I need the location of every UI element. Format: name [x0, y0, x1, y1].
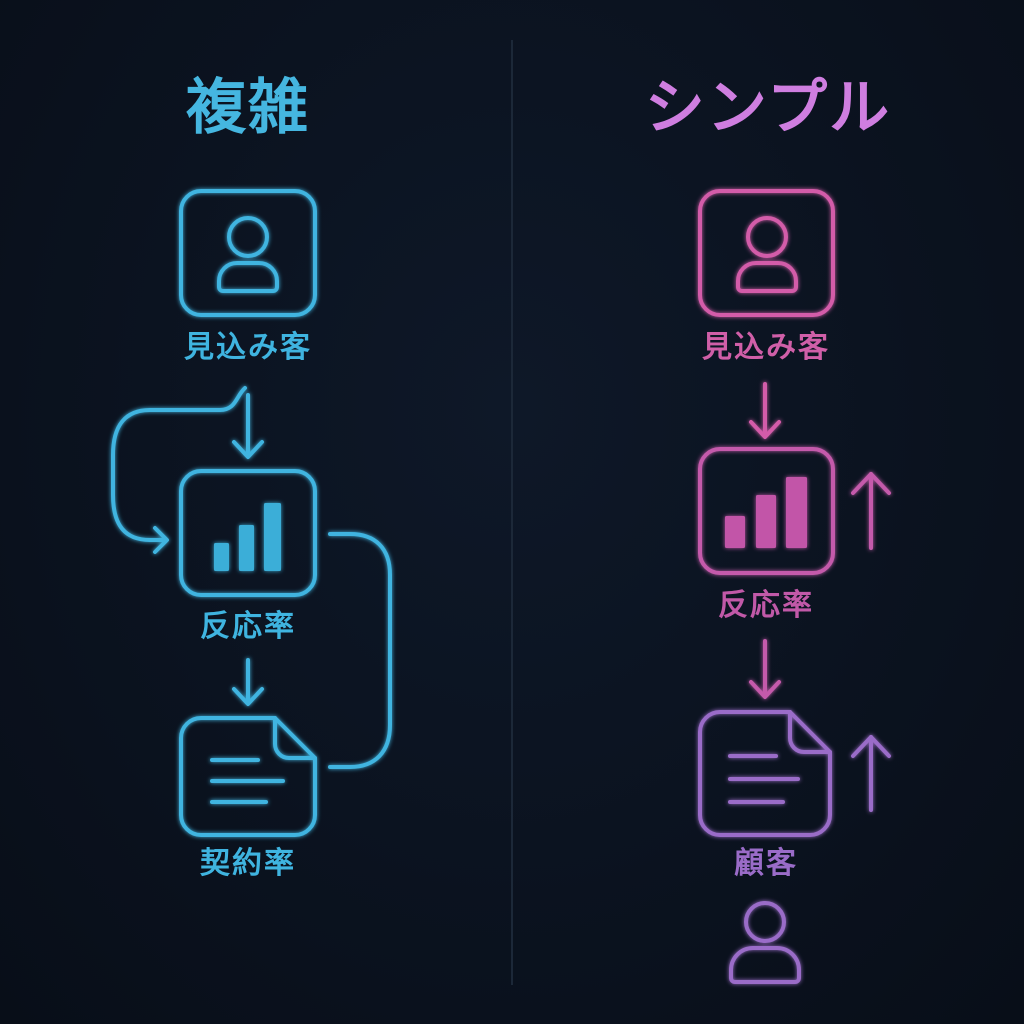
- left-label-contract-rate: 契約率: [200, 846, 296, 881]
- right-chart-box: [698, 447, 835, 575]
- right-document-box: [698, 710, 832, 837]
- right-label-response-rate: 反応率: [718, 588, 814, 623]
- complex-title: 複雑: [186, 73, 310, 143]
- user-icon: [736, 216, 798, 293]
- right-arrow-down-2: [749, 639, 781, 699]
- right-up-arrow-2: [851, 735, 891, 812]
- document-icon: [210, 758, 285, 804]
- left-loop-arrow: [111, 386, 247, 554]
- simple-title: シンプル: [644, 73, 892, 143]
- left-arrow-down-2: [232, 658, 264, 706]
- left-document-box: [179, 716, 317, 837]
- bar-chart-icon: [725, 477, 807, 548]
- left-label-prospects: 見込み客: [184, 330, 312, 365]
- bar-chart-icon: [214, 503, 281, 571]
- center-divider: [511, 40, 513, 985]
- left-label-response-rate: 反応率: [200, 609, 296, 644]
- right-label-customer: 顧客: [734, 846, 798, 881]
- right-label-prospects: 見込み客: [702, 330, 830, 365]
- simple-panel: シンプル 見込み客 反応率 顧客: [512, 0, 1024, 1024]
- left-feedback-loop: [328, 532, 392, 769]
- right-user-box: [698, 189, 835, 317]
- right-up-arrow-1: [851, 472, 891, 550]
- left-chart-box: [179, 469, 317, 597]
- left-arrow-down-1: [232, 393, 264, 459]
- end-user-icon: [729, 901, 801, 984]
- complex-panel: 複雑 見込み客 反応率 契約率: [184, 73, 312, 881]
- user-icon: [217, 216, 279, 293]
- document-icon: [728, 754, 800, 804]
- right-arrow-down-1: [749, 382, 781, 439]
- left-user-box: [179, 189, 317, 317]
